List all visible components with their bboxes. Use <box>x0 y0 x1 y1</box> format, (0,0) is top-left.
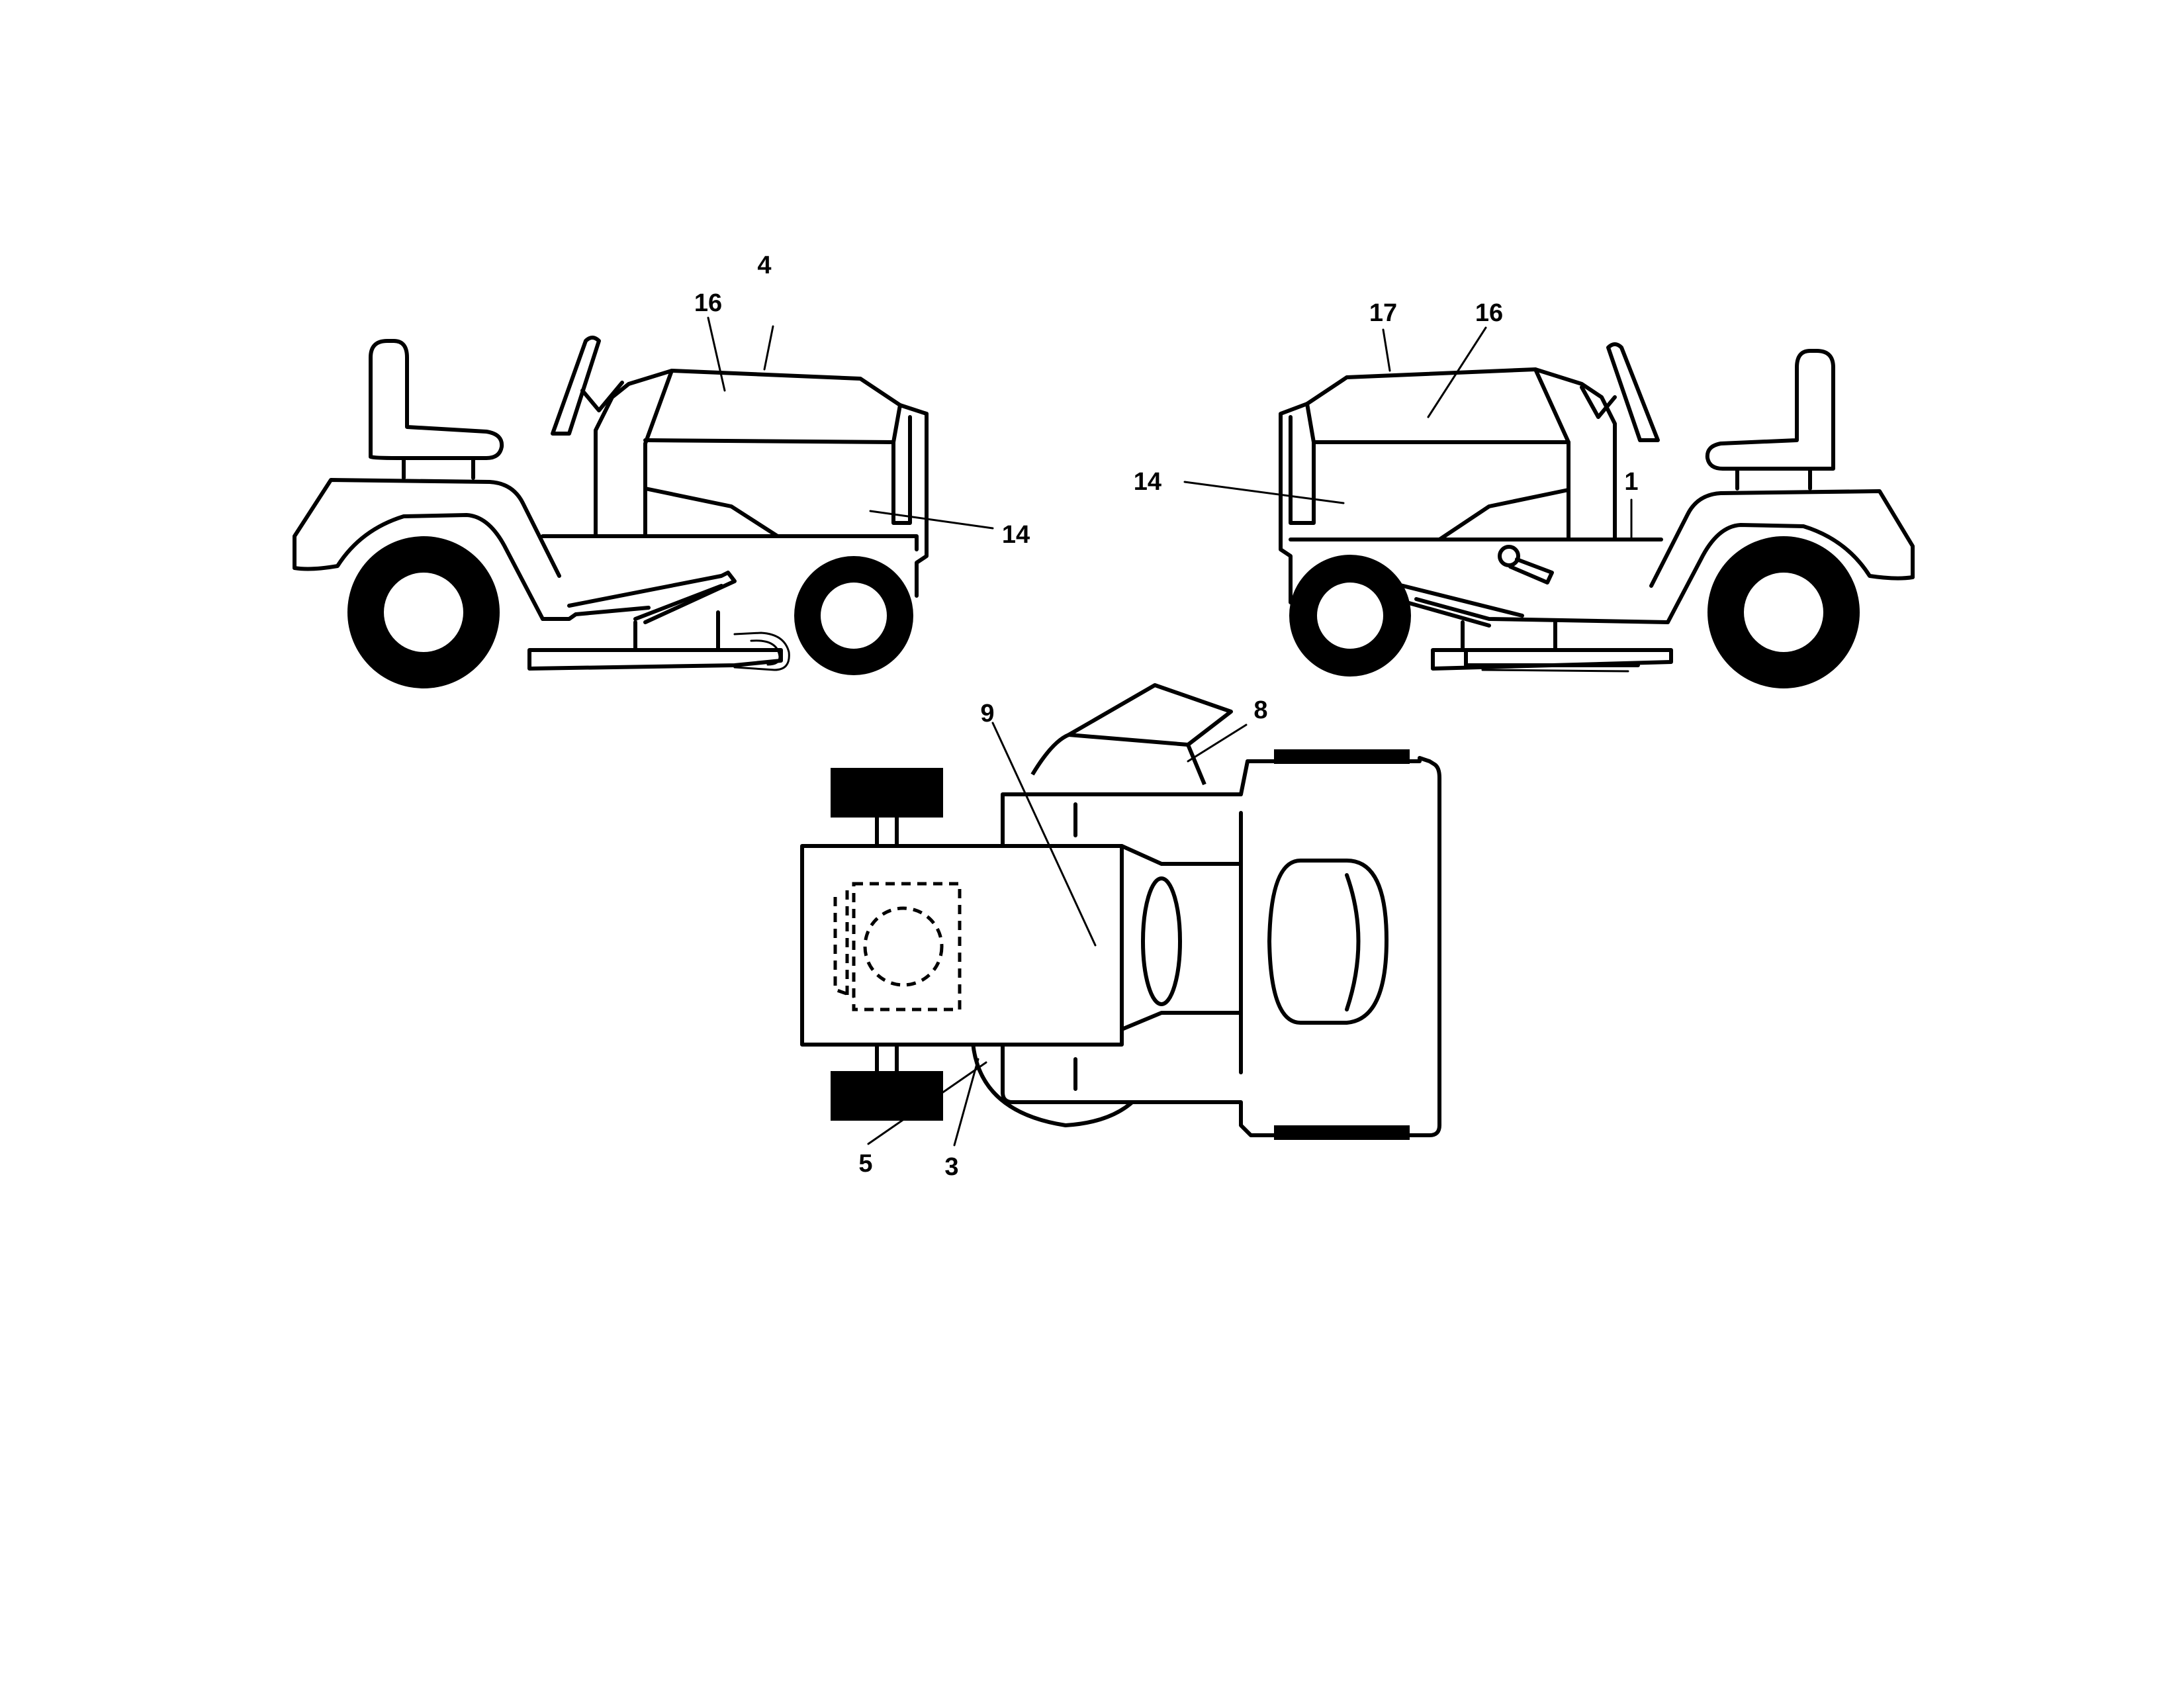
label-9: 9 <box>980 700 994 727</box>
label-14-left: 14 <box>1002 521 1030 549</box>
label-4: 4 <box>757 252 771 279</box>
tractor-right-side-view: 17 16 14 1 <box>1134 299 1915 688</box>
tractor-top-view: 9 8 5 3 <box>800 683 1441 1181</box>
tractor-left-side-view: 4 16 14 <box>293 252 1030 688</box>
label-3: 3 <box>944 1153 958 1181</box>
label-8: 8 <box>1253 696 1267 724</box>
label-17: 17 <box>1369 299 1397 327</box>
label-16-right: 16 <box>1475 299 1503 327</box>
label-5: 5 <box>858 1150 872 1178</box>
label-1: 1 <box>1624 468 1638 496</box>
label-16-left: 16 <box>694 289 722 317</box>
label-14-right: 14 <box>1134 468 1161 496</box>
